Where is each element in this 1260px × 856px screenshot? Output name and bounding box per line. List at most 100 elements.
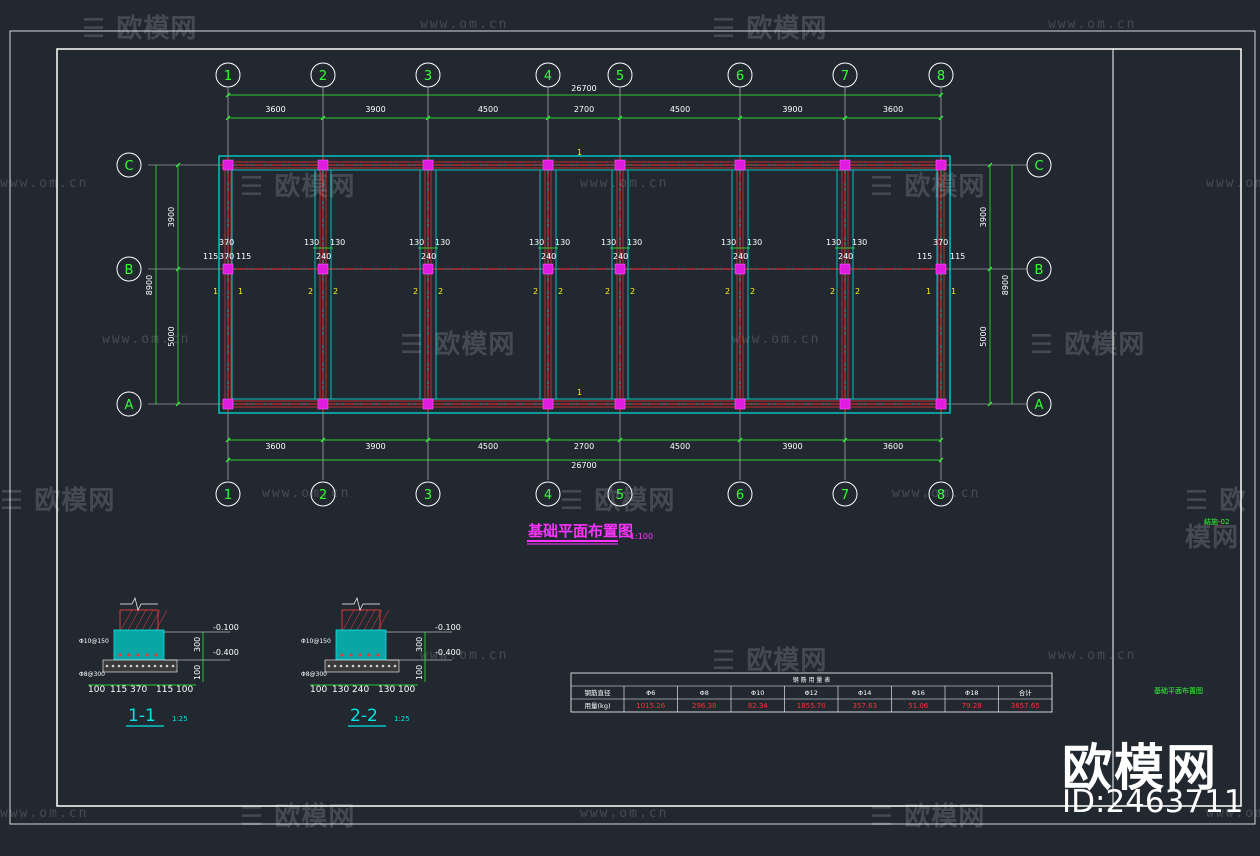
- inner-frame: [56, 48, 1242, 807]
- table-header: 合计: [1019, 688, 1033, 697]
- table-value: 1015.26: [636, 702, 665, 710]
- table-value: 51.06: [908, 702, 929, 710]
- watermark-logo: ☰ 欧模网: [1185, 486, 1247, 553]
- gravel-dot: [153, 664, 157, 668]
- column-node: [614, 398, 626, 410]
- axis-bubble: [310, 62, 336, 88]
- wall-dim-text: 240: [421, 252, 436, 261]
- elevation-bottom: -0.400: [213, 648, 239, 657]
- axis-label: 5: [616, 69, 624, 84]
- table-value: 82.34: [748, 702, 769, 710]
- wall-dim-text: 130: [747, 238, 762, 247]
- axis-bubble: [1026, 152, 1052, 178]
- dim-tick: [545, 437, 551, 443]
- dim-tick: [842, 115, 848, 121]
- watermark-logo: ☰ 欧模网: [400, 330, 516, 360]
- rebar-dot: [376, 653, 380, 657]
- watermark-logo: ☰ 欧模网: [712, 14, 828, 44]
- plan-walls: [218, 155, 951, 414]
- watermark-url: www.om.cn: [1048, 17, 1137, 32]
- column-node: [542, 398, 554, 410]
- dim-tick: [175, 401, 181, 407]
- bay-dim-text: 2700: [574, 442, 594, 451]
- gravel-dot: [375, 664, 379, 668]
- wall-tag: 2: [725, 287, 730, 296]
- dim-tick: [225, 437, 231, 443]
- brand-id-text: ID:2463711: [1062, 784, 1244, 820]
- gravel-dot: [129, 664, 133, 668]
- wall-tag: 2: [438, 287, 443, 296]
- rebar-dot: [127, 653, 131, 657]
- wall-tag: 2: [308, 287, 313, 296]
- width-dim: 130: [332, 685, 349, 695]
- gravel-dot: [369, 664, 373, 668]
- watermark-logo: ☰ 欧模网: [240, 802, 356, 832]
- gravel-dot: [333, 664, 337, 668]
- column-node: [422, 398, 434, 410]
- dim-tick: [987, 162, 993, 168]
- width-dim: 100: [88, 685, 105, 695]
- wall-tag: 2: [830, 287, 835, 296]
- hatch-line: [147, 609, 161, 633]
- rebar-note: Φ10@150: [79, 638, 109, 645]
- gravel-dot: [345, 664, 349, 668]
- wall-tag: 2: [413, 287, 418, 296]
- hatch-line: [348, 609, 362, 633]
- wall-dim-text: 130: [529, 238, 544, 247]
- axis-bubble: [607, 62, 633, 88]
- rebar-dot: [118, 653, 122, 657]
- watermark-url: www.om.cn: [420, 648, 509, 663]
- gravel-dot: [105, 664, 109, 668]
- bay-dim-text: 3600: [883, 442, 903, 451]
- gravel-dot: [171, 664, 175, 668]
- axis-bubble: [832, 62, 858, 88]
- axis-label: 8: [937, 69, 945, 84]
- gravel-dot: [111, 664, 115, 668]
- rebar-note: Φ8@300: [79, 671, 105, 678]
- axis-label: 6: [736, 69, 744, 84]
- column-node: [935, 263, 947, 275]
- dim-tick: [175, 266, 181, 272]
- column-node: [542, 263, 554, 275]
- dim-tick: [987, 401, 993, 407]
- brand-logo-text: 欧模网: [1062, 739, 1218, 797]
- rebar-dot: [358, 653, 362, 657]
- column-node: [317, 263, 329, 275]
- wall-dim-text: 130: [304, 238, 319, 247]
- gravel-dot: [117, 664, 121, 668]
- dim-tick: [842, 437, 848, 443]
- wall-dim-text: 115: [917, 252, 932, 261]
- watermark-url: www.om.cn: [262, 486, 351, 501]
- dim-tick: [225, 457, 231, 463]
- wall-tag: 2: [605, 287, 610, 296]
- inner-outline: [231, 169, 938, 400]
- axis-label: 2: [319, 488, 327, 503]
- watermark-url: www.om.cn: [580, 176, 669, 191]
- watermark-logo: ☰ 欧模网: [870, 802, 986, 832]
- hatch-line: [133, 609, 147, 633]
- watermark-url: www.om.cn: [420, 17, 509, 32]
- axis-bubble: [727, 62, 753, 88]
- axis-label: A: [125, 398, 134, 413]
- watermark-url: www.om.cn: [732, 332, 821, 347]
- wall-dim-text: 115: [236, 252, 251, 261]
- wall-dim-text: 370: [933, 238, 948, 247]
- bay-dim-text: 4500: [478, 442, 498, 451]
- axis-bubble: [535, 62, 561, 88]
- rebar-note: Φ10@150: [301, 638, 331, 645]
- column-node: [222, 398, 234, 410]
- axis-bubble: [116, 391, 142, 417]
- row-dim-text: 5000: [167, 326, 176, 346]
- height-dim: 100: [415, 665, 424, 680]
- watermark-logo: ☰ 欧模网: [560, 486, 676, 516]
- dim-tick: [938, 457, 944, 463]
- wall-dim-text: 240: [613, 252, 628, 261]
- row-dim-text: 5000: [979, 326, 988, 346]
- axis-bubble: [215, 62, 241, 88]
- plan-title: 基础平面布置图: [527, 522, 633, 540]
- wall-tag: 2: [750, 287, 755, 296]
- width-dim: 240: [352, 685, 369, 695]
- base-layer: [324, 659, 400, 673]
- wall-dim-text: 130: [330, 238, 345, 247]
- break-mark: [342, 596, 380, 612]
